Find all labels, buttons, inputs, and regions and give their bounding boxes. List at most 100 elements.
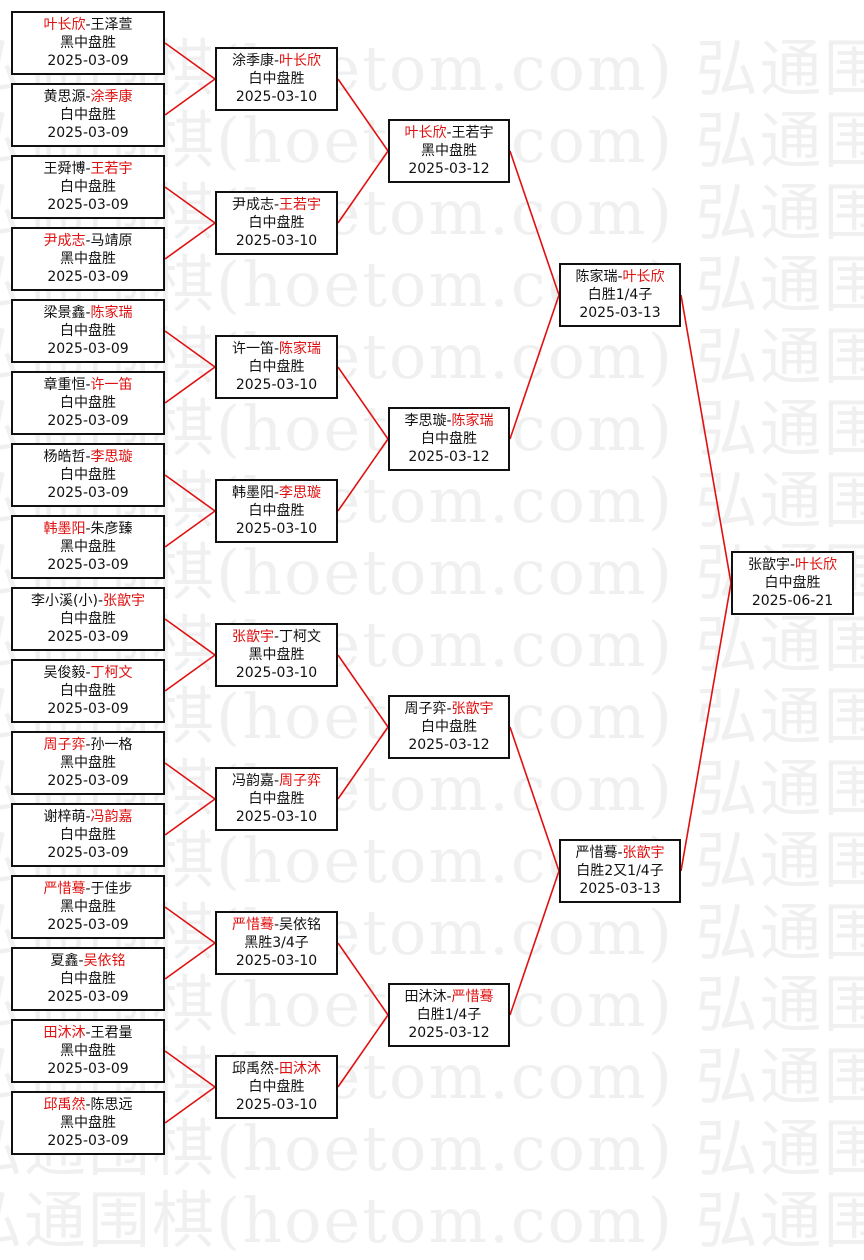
connector-line	[337, 366, 389, 440]
match-date: 2025-03-09	[47, 629, 129, 645]
match-date: 2025-06-21	[751, 593, 834, 609]
match-players: 邱禹然-陈思远	[13, 1096, 163, 1114]
winner-name: 涂季康	[90, 89, 133, 105]
player-name: 杨皓哲	[43, 449, 86, 465]
match-date: 2025-03-09	[47, 53, 129, 69]
player-name: 孙一格	[90, 737, 133, 753]
match-date: 2025-03-09	[47, 197, 129, 213]
match-result: 白中盘胜	[248, 791, 305, 807]
match-players: 叶长欣-王若宇	[390, 124, 508, 142]
match-result: 白中盘胜	[60, 323, 116, 339]
player-name: 李思璇	[404, 413, 447, 429]
separator: -	[85, 377, 91, 393]
winner-name: 邱禹然	[43, 1097, 86, 1113]
separator: -	[273, 917, 280, 933]
separator: -	[273, 773, 280, 789]
connector-line	[164, 510, 216, 548]
player-name: 涂季康	[231, 53, 274, 69]
winner-name: 张歆宇	[622, 845, 665, 861]
winner-name: 吴依铭	[83, 953, 126, 969]
match-players: 李思璇-陈家瑞	[390, 412, 508, 430]
player-name: 王舜博	[43, 161, 86, 177]
winner-name: 叶长欣	[795, 557, 838, 573]
winner-name: 周子弈	[279, 773, 322, 789]
separator: -	[85, 233, 91, 249]
connector-line	[337, 1014, 389, 1088]
match-result: 白胜1/4子	[416, 1007, 482, 1023]
match-date: 2025-03-09	[47, 1061, 129, 1077]
match-players: 张歆宇-丁柯文	[217, 628, 336, 646]
match-players: 韩墨阳-朱彦臻	[13, 520, 163, 538]
player-name: 冯韵嘉	[231, 773, 274, 789]
match-date: 2025-03-10	[235, 1097, 318, 1113]
player-name: 于佳步	[90, 881, 133, 897]
connector-line	[164, 474, 216, 512]
match-result: 黑中盘胜	[60, 755, 116, 771]
match-players: 王舜博-王若宇	[13, 160, 163, 178]
match-players: 叶长欣-王泽萱	[13, 16, 163, 34]
match-players: 周子弈-张歆宇	[390, 700, 508, 718]
match-result: 黑中盘胜	[60, 1043, 116, 1059]
player-name: 张歆宇	[747, 557, 790, 573]
player-name: 韩墨阳	[231, 485, 274, 501]
separator: -	[85, 449, 91, 465]
match-date: 2025-03-09	[47, 845, 129, 861]
match-result: 白中盘胜	[60, 467, 116, 483]
match-players: 许一笛-陈家瑞	[217, 340, 336, 358]
winner-name: 田沐沐	[43, 1025, 86, 1041]
match-players: 张歆宇-叶长欣	[733, 556, 852, 574]
connector-line	[164, 330, 216, 368]
winner-name: 叶长欣	[43, 17, 86, 33]
separator: -	[85, 881, 91, 897]
separator: -	[85, 17, 91, 33]
connector-line	[509, 294, 560, 440]
winner-name: 李思璇	[90, 449, 133, 465]
match-date: 2025-03-09	[47, 557, 129, 573]
winner-name: 韩墨阳	[43, 521, 86, 537]
match-date: 2025-03-09	[47, 989, 129, 1005]
player-name: 丁柯文	[279, 629, 322, 645]
winner-name: 丁柯文	[90, 665, 133, 681]
match-date: 2025-03-10	[235, 953, 318, 969]
match-date: 2025-03-10	[235, 665, 318, 681]
connector-line	[337, 150, 389, 224]
winner-name: 严惜蓦	[43, 881, 86, 897]
player-name: 朱彦臻	[90, 521, 133, 537]
match-date: 2025-03-10	[235, 521, 318, 537]
winner-name: 许一笛	[90, 377, 133, 393]
match-date: 2025-03-09	[47, 1133, 129, 1149]
match-date: 2025-03-09	[47, 269, 129, 285]
separator: -	[617, 269, 623, 285]
match-date: 2025-03-09	[47, 485, 129, 501]
bracket-lines	[164, 42, 732, 1124]
player-name: 吴俊毅	[43, 665, 86, 681]
separator: -	[85, 161, 91, 177]
connector-line	[680, 294, 732, 584]
separator: -	[85, 809, 91, 825]
match-date: 2025-03-13	[579, 305, 661, 321]
player-name: 夏鑫	[50, 953, 79, 969]
separator: -	[273, 1061, 280, 1077]
match-date: 2025-03-12	[408, 1025, 490, 1041]
match-date: 2025-03-10	[235, 809, 318, 825]
player-name: 谢梓萌	[43, 809, 86, 825]
separator: -	[273, 629, 280, 645]
connector-line	[164, 798, 216, 836]
match-date: 2025-03-09	[47, 341, 129, 357]
match-result: 黑中盘胜	[60, 251, 116, 267]
match-result: 白中盘胜	[764, 575, 821, 591]
separator: -	[617, 845, 623, 861]
player-name: 许一笛	[231, 341, 274, 357]
match-result: 白胜2又1/4子	[576, 863, 664, 879]
match-date: 2025-03-13	[579, 881, 661, 897]
